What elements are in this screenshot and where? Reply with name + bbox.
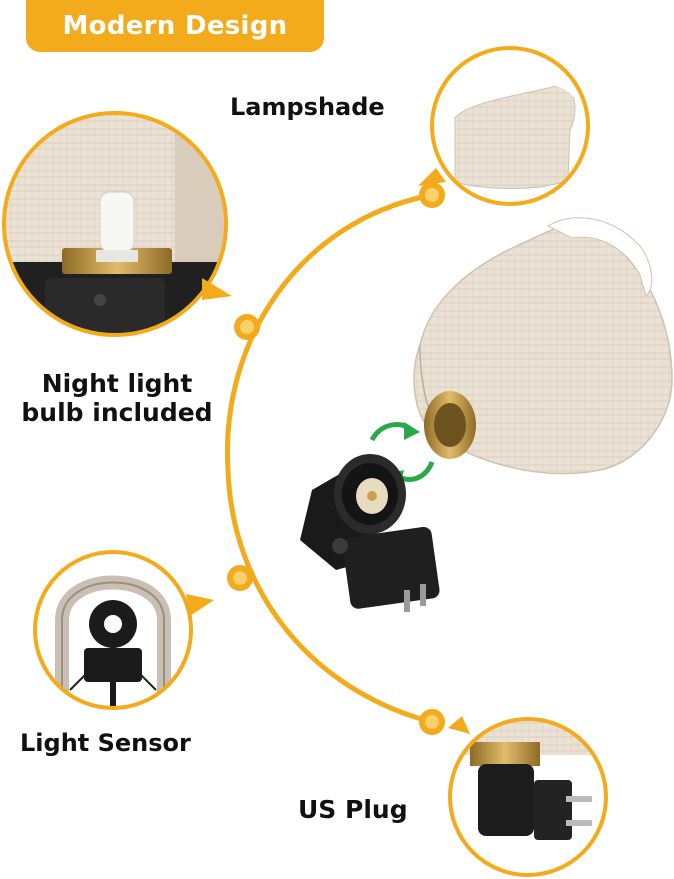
callout-us-plug	[448, 716, 608, 877]
label-night-light: Night light bulb included	[0, 369, 234, 428]
lampshade-product	[413, 217, 673, 475]
arc-node-night-light	[234, 314, 260, 340]
label-us-plug: US Plug	[298, 795, 408, 824]
plug-base-product	[300, 454, 440, 612]
connector-arc	[224, 192, 433, 725]
arc-node-us-plug	[419, 709, 445, 735]
callout-light-sensor	[33, 550, 214, 710]
label-lampshade: Lampshade	[230, 93, 385, 121]
title-badge: Modern Design	[26, 0, 324, 52]
arc-node-lampshade	[419, 182, 445, 208]
title-badge-text: Modern Design	[62, 11, 288, 41]
callout-night-light	[2, 111, 232, 337]
callout-lampshade	[418, 46, 590, 206]
arc-node-light-sensor	[227, 565, 253, 591]
label-night-light-line1: Night light	[41, 369, 193, 398]
label-night-light-line2: bulb included	[21, 397, 213, 427]
label-light-sensor: Light Sensor	[20, 729, 191, 757]
